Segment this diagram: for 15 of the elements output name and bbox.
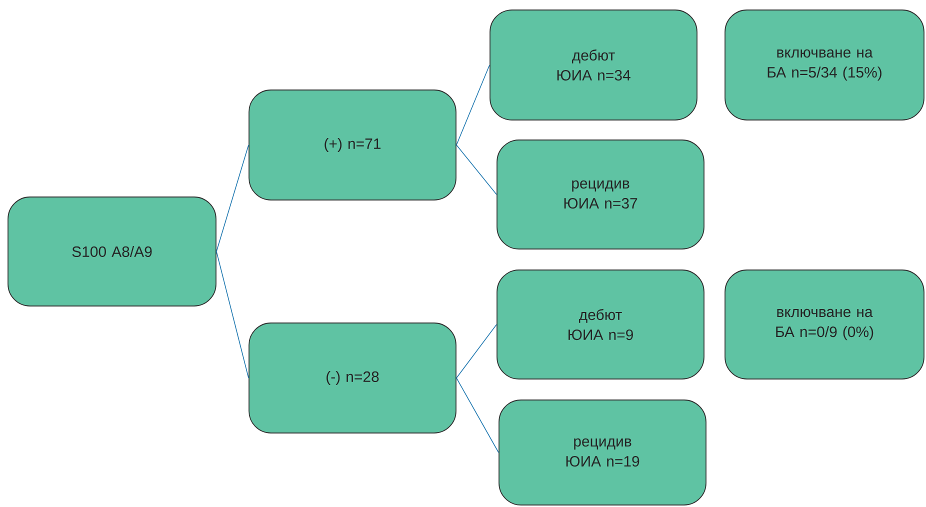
process-box: включване на БА n=0/9 (0%)	[724, 270, 924, 380]
connector-line	[216, 144, 249, 252]
process-box: (-) n=28	[248, 322, 456, 434]
process-box: (+) n=71	[248, 90, 456, 200]
process-box: рецидив ЮИА n=19	[498, 400, 706, 506]
process-box: дебют ЮИА n=9	[496, 270, 704, 380]
process-box: дебют ЮИА n=34	[490, 10, 698, 120]
connector-line	[456, 324, 497, 378]
process-box: включване на БА n=5/34 (15%)	[724, 10, 924, 120]
process-box: рецидив ЮИА n=37	[496, 140, 704, 250]
connector-line	[456, 64, 490, 146]
process-box: S100 A8/A9	[8, 196, 216, 306]
connector-line	[456, 378, 499, 453]
connector-line	[456, 144, 497, 195]
connector-line	[216, 251, 249, 378]
